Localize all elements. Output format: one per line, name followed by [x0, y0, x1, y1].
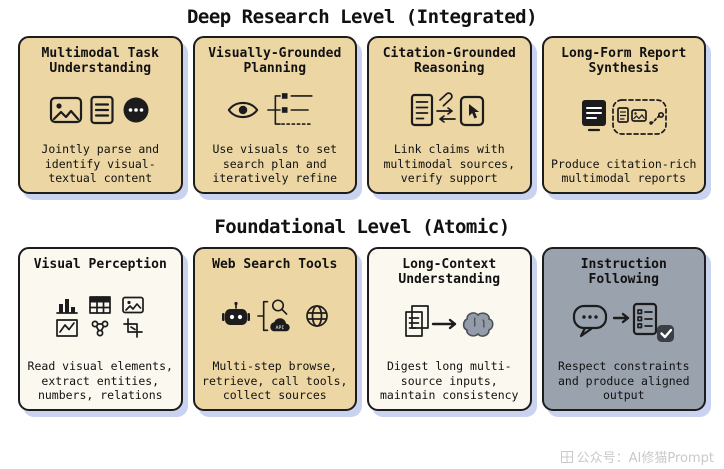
card-title: Visually-Grounded Planning	[208, 46, 342, 77]
globe-icon	[305, 305, 328, 327]
eye-icon	[227, 101, 258, 118]
chat-to-checklist-icon	[572, 302, 674, 342]
card-title: Multimodal Task Understanding	[41, 46, 159, 77]
image-icon	[50, 96, 83, 123]
card-visual-perception: Visual Perception	[18, 247, 183, 411]
docs-to-brain-icon	[405, 304, 494, 337]
watermark: 公众号：AI修猫Prompt	[560, 447, 714, 466]
card-desc: Link claims with multimodal sources, ver…	[383, 141, 516, 186]
paperclip-icon	[439, 92, 454, 107]
image-small-icon	[122, 296, 145, 313]
card-title: Citation-Grounded Reasoning	[382, 46, 516, 77]
long-context-icons	[403, 295, 495, 353]
table-icon	[89, 295, 112, 314]
card-title: Long-Context Understanding	[398, 257, 501, 288]
card-title: Visual Perception	[33, 257, 167, 272]
mini-document-icon	[616, 107, 629, 123]
card-visually-grounded-planning: Visually-Grounded Planning Use visuals t…	[192, 36, 357, 194]
report-synthesis-icon	[581, 99, 667, 135]
deep-research-row: Multimodal Task Understanding Jointly pa…	[0, 36, 724, 194]
card-citation-grounded-reasoning: Citation-Grounded Reasoning Link claims …	[367, 36, 532, 194]
cited-document-link-icon	[411, 92, 485, 126]
section-title-deep-research: Deep Research Level (Integrated)	[186, 6, 538, 28]
instruction-icons	[572, 295, 676, 353]
card-long-form-report-synthesis: Long-Form Report Synthesis Produce citat…	[541, 36, 706, 194]
search-icon	[271, 299, 284, 312]
dashed-group-box	[611, 99, 667, 135]
crop-icon	[123, 317, 144, 338]
card-instruction-following: Instruction Following Respect constra	[541, 247, 706, 411]
svg-text:API: API	[275, 325, 284, 331]
card-web-search-tools: Web Search Tools API	[192, 247, 357, 411]
ellipsis-icon	[123, 97, 149, 123]
arrow-icon	[432, 318, 457, 329]
checklist-icon	[632, 302, 657, 335]
card-desc: Digest long multi-source inputs, maintai…	[380, 358, 519, 403]
document-back-icon	[411, 304, 430, 329]
perception-icons	[55, 278, 145, 354]
card-desc: Respect constraints and produce aligned …	[557, 358, 690, 403]
document-icon	[90, 95, 114, 124]
card-desc: Produce citation-rich multimodal reports	[551, 156, 697, 186]
card-title: Web Search Tools	[212, 257, 338, 272]
multimodal-icons	[49, 84, 151, 136]
section-title-foundational: Foundational Level (Atomic)	[214, 216, 510, 238]
line-chart-icon	[56, 318, 79, 337]
card-title: Long-Form Report Synthesis	[561, 46, 687, 77]
foundational-row: Visual Perception	[0, 247, 724, 411]
brain-icon	[463, 311, 494, 337]
card-desc: Read visual elements, extract entities, …	[27, 358, 173, 403]
card-title: Instruction Following	[580, 257, 667, 288]
plan-list-icon	[266, 92, 313, 125]
web-search-icons: API	[221, 279, 329, 353]
card-desc: Use visuals to set search plan and itera…	[212, 141, 338, 186]
node-graph-icon	[91, 320, 109, 337]
watermark-text: 公众号：AI修猫Prompt	[576, 451, 714, 466]
report-icons	[580, 84, 668, 151]
card-multimodal-task-understanding: Multimodal Task Understanding Jointly pa…	[18, 36, 183, 194]
robot-icon	[221, 301, 250, 326]
api-cloud-icon	[270, 318, 290, 332]
watermark-grid-icon	[560, 450, 573, 463]
card-desc: Jointly parse and identify visual-textua…	[41, 141, 160, 186]
speech-bubble-icon	[572, 304, 607, 329]
document-front-icon	[405, 310, 424, 337]
bar-chart-icon	[56, 298, 79, 314]
mini-image-icon	[630, 109, 647, 122]
check-badge-icon	[656, 324, 674, 342]
planning-icons	[226, 84, 324, 136]
click-cursor-icon	[469, 103, 480, 119]
card-long-context-understanding: Long-Context Understanding Digest long m…	[367, 247, 532, 411]
card-desc: Multi-step browse, retrieve, call tools,…	[202, 358, 348, 403]
arrow-icon	[612, 312, 629, 323]
tools-bracket-icon: API	[256, 299, 290, 332]
citation-icons	[410, 84, 488, 136]
